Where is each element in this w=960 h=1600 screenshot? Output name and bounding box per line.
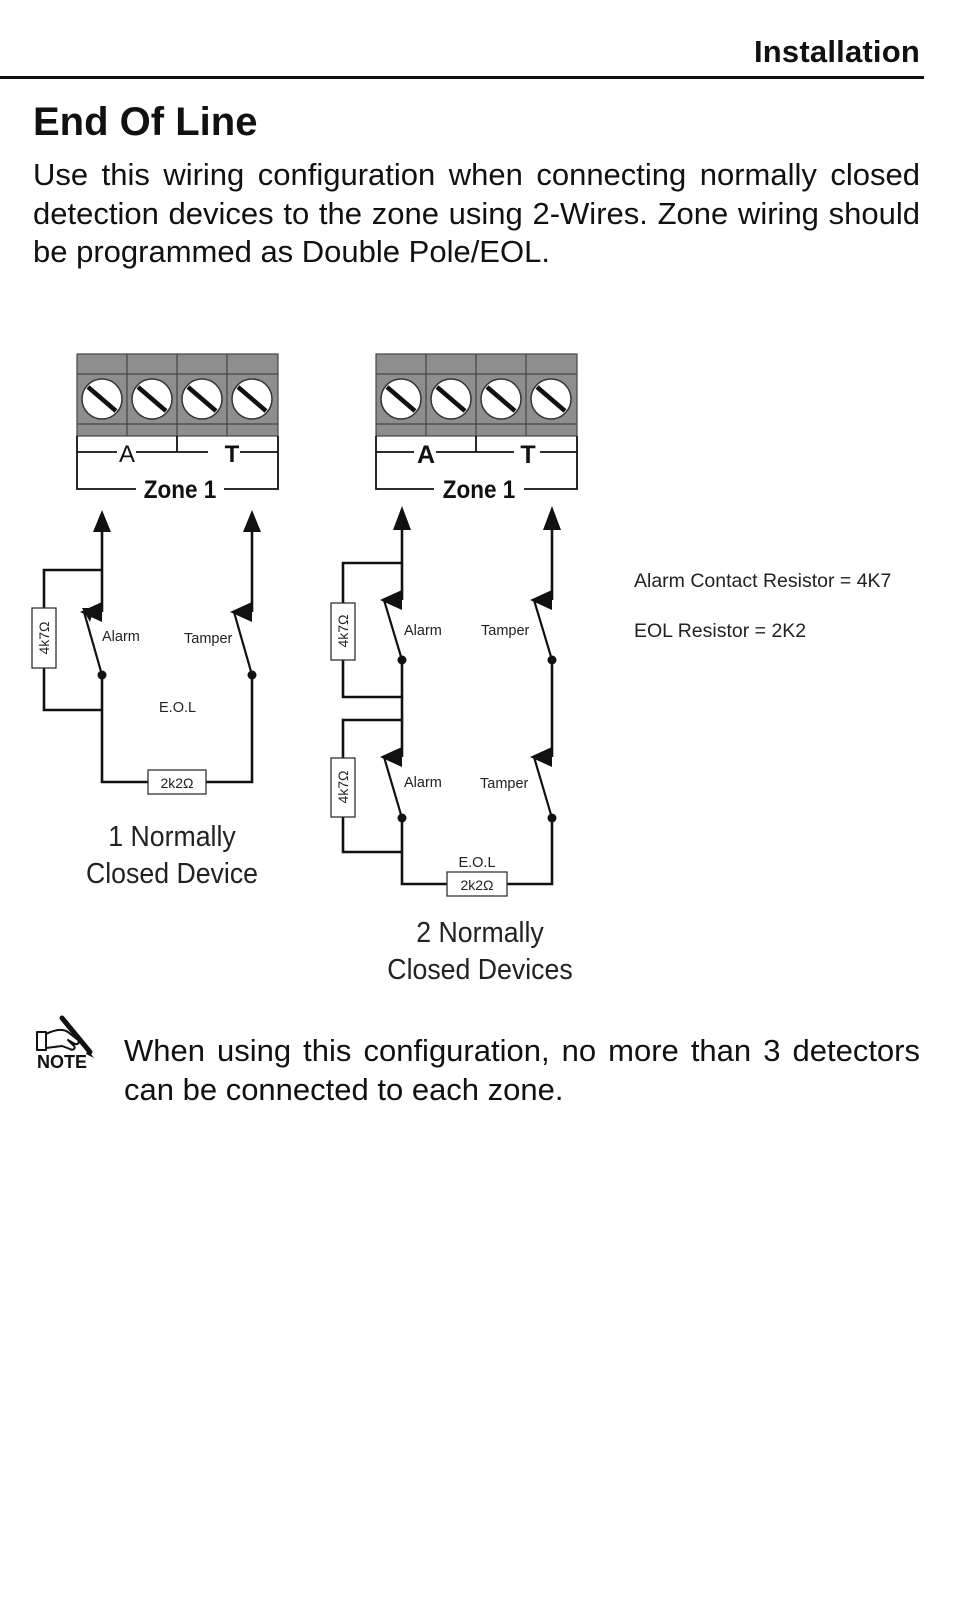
alarm-resistor bbox=[330, 602, 356, 661]
alarm-switch-label: Alarm bbox=[404, 775, 442, 791]
eol-resistor-label: 2k2Ω bbox=[460, 877, 493, 893]
page-title: End Of Line bbox=[33, 100, 258, 144]
terminal-block bbox=[76, 353, 279, 437]
terminal-block bbox=[375, 353, 578, 437]
alarm-resistor-label: 4k7Ω bbox=[335, 770, 351, 803]
caption-line: 2 Normally bbox=[416, 917, 544, 949]
intro-paragraph: Use this wiring configuration when conne… bbox=[33, 157, 920, 269]
terminal-label-tamper: T bbox=[520, 441, 535, 469]
arrow-up-icon bbox=[543, 506, 561, 530]
screw-terminal-icon bbox=[132, 379, 172, 419]
note-label: NOTE bbox=[37, 1052, 88, 1072]
diagram-2-two-devices: A T Zone 1 bbox=[330, 353, 578, 897]
terminal-label-tamper: T bbox=[225, 441, 240, 468]
terminal-label-alarm: A bbox=[119, 441, 135, 468]
screw-terminal-icon bbox=[481, 379, 521, 419]
alarm-resistor-label: 4k7Ω bbox=[335, 614, 351, 647]
eol-resistor bbox=[147, 769, 207, 795]
diagram-2-caption: 2 Normally Closed Devices bbox=[370, 915, 591, 989]
alarm-switch-label: Alarm bbox=[404, 623, 442, 639]
caption-line: Closed Device bbox=[85, 858, 259, 890]
screw-terminal-icon bbox=[531, 379, 571, 419]
note-text: When using this configuration, no more t… bbox=[124, 1033, 920, 1107]
tamper-switch-label: Tamper bbox=[184, 631, 233, 647]
zone-label: Zone 1 bbox=[144, 476, 216, 504]
diagram-1-caption: 1 Normally Closed Device bbox=[71, 819, 273, 893]
section-header: Installation bbox=[753, 34, 920, 69]
caption-line: Closed Devices bbox=[387, 954, 573, 986]
alarm-resistor-label: 4k7Ω bbox=[36, 621, 52, 654]
diagram-1-single-device: A T Zone 1 4k7Ω 2k2Ω Alarm bbox=[31, 353, 279, 795]
arrow-up-icon bbox=[243, 510, 261, 532]
screw-terminal-icon bbox=[431, 379, 471, 419]
caption-line: 1 Normally bbox=[108, 821, 236, 853]
note-hand-pen-icon bbox=[36, 1015, 94, 1058]
tamper-switch-label: Tamper bbox=[480, 776, 529, 792]
wiring-diagrams: A T Zone 1 4k7Ω 2k2Ω Alarm bbox=[31, 353, 578, 897]
screw-terminal-icon bbox=[232, 379, 272, 419]
tamper-switch-label: Tamper bbox=[481, 623, 530, 639]
legend-alarm-contact-resistor: Alarm Contact Resistor = 4K7 bbox=[634, 570, 892, 592]
screw-terminal-icon bbox=[381, 379, 421, 419]
legend-eol-resistor: EOL Resistor = 2K2 bbox=[634, 620, 807, 642]
arrow-up-icon bbox=[393, 506, 411, 530]
terminal-label-alarm: A bbox=[417, 441, 435, 469]
alarm-resistor bbox=[31, 607, 57, 669]
eol-resistor bbox=[446, 871, 508, 897]
zone-label: Zone 1 bbox=[443, 476, 515, 504]
eol-resistor-label: 2k2Ω bbox=[160, 775, 193, 791]
alarm-switch-label: Alarm bbox=[102, 629, 140, 645]
arrow-up-icon bbox=[93, 510, 111, 532]
alarm-resistor bbox=[330, 757, 356, 818]
screw-terminal-icon bbox=[82, 379, 122, 419]
eol-label: E.O.L bbox=[458, 855, 495, 871]
eol-label: E.O.L bbox=[159, 700, 196, 716]
header-rule bbox=[0, 76, 924, 79]
screw-terminal-icon bbox=[182, 379, 222, 419]
